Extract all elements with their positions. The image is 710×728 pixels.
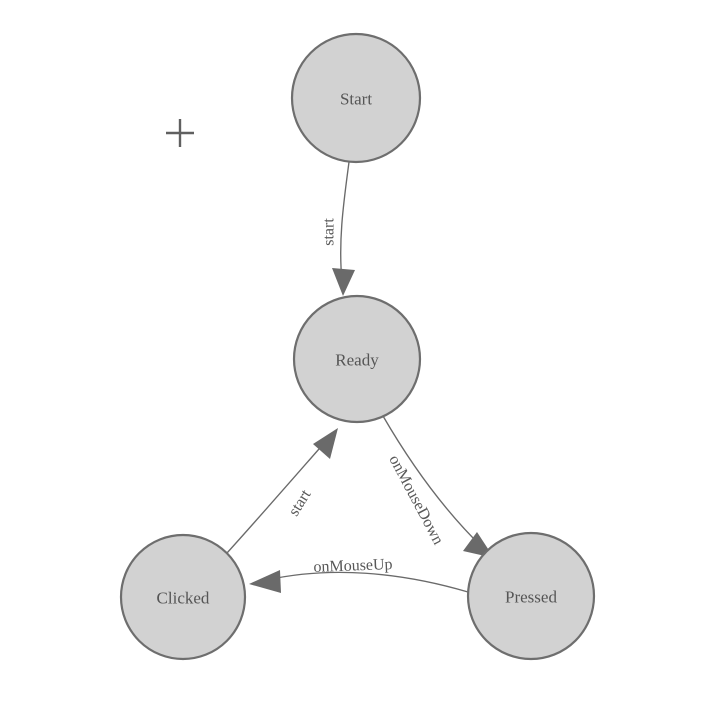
state-node-clicked[interactable]: Clicked <box>119 533 247 661</box>
edge-pressed-to-clicked[interactable]: onMouseUp <box>249 556 469 593</box>
edge-clicked-to-ready-arrowhead <box>313 428 338 459</box>
state-node-pressed[interactable]: Pressed <box>466 531 596 661</box>
edge-clicked-to-ready-path <box>226 440 327 554</box>
edge-start-to-ready-path <box>340 161 350 282</box>
state-node-clicked-label: Clicked <box>157 589 210 608</box>
edge-label-start-to-ready: start <box>321 218 338 246</box>
state-node-ready-circle[interactable] <box>292 294 422 424</box>
edge-pressed-to-clicked-path <box>266 571 469 593</box>
state-node-ready[interactable]: Ready <box>292 294 422 424</box>
state-node-start-label: Start <box>340 90 372 109</box>
edge-label-pressed-to-clicked: onMouseUp <box>313 556 393 576</box>
plus-marker-icon[interactable] <box>166 119 194 147</box>
state-node-clicked-circle[interactable] <box>119 533 247 661</box>
edge-pressed-to-clicked-arrowhead <box>249 570 281 593</box>
state-node-ready-label: Ready <box>335 351 379 370</box>
state-node-start[interactable]: Start <box>290 32 422 164</box>
state-node-pressed-label: Pressed <box>505 588 557 607</box>
edge-clicked-to-ready[interactable]: start <box>226 428 338 554</box>
edge-ready-to-pressed[interactable]: onMouseDown <box>382 415 494 558</box>
edge-ready-to-pressed-path <box>382 415 484 549</box>
edge-label-clicked-to-ready: start <box>285 486 314 519</box>
state-node-pressed-circle[interactable] <box>466 531 596 661</box>
edge-label-ready-to-pressed: onMouseDown <box>385 452 446 547</box>
state-node-start-circle[interactable] <box>290 32 422 164</box>
edge-start-to-ready-arrowhead <box>332 268 355 296</box>
edge-start-to-ready[interactable]: start <box>321 161 356 296</box>
